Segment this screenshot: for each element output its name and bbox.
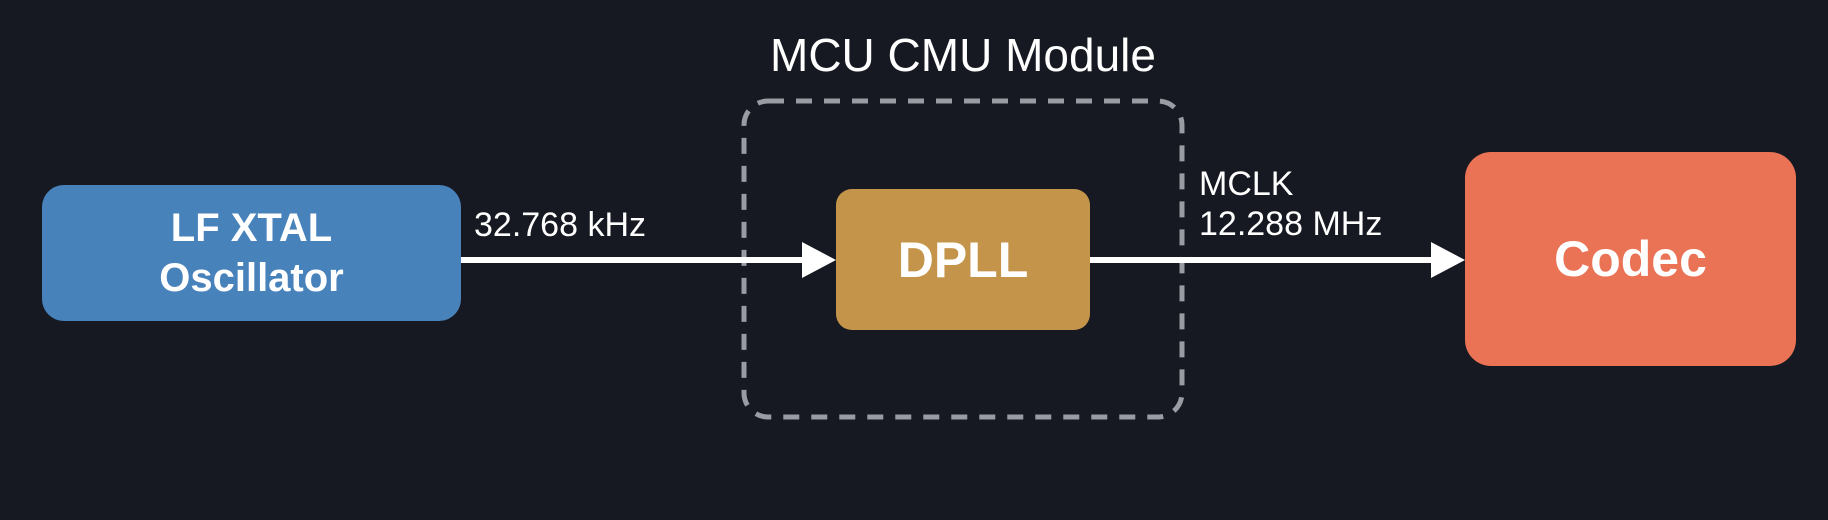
input-frequency-label: 32.768 kHz xyxy=(474,206,646,244)
codec-label: Codec xyxy=(1554,231,1707,287)
oscillator-label-line2: Oscillator xyxy=(159,256,344,300)
dpll-label: DPLL xyxy=(897,231,1029,288)
oscillator-block: LF XTAL Oscillator xyxy=(42,185,461,321)
dpll-block: DPLL xyxy=(836,189,1090,330)
output-signal-name: MCLK xyxy=(1199,165,1294,203)
output-arrow-head xyxy=(1431,242,1465,278)
codec-block: Codec xyxy=(1465,152,1796,366)
oscillator-label-line1: LF XTAL xyxy=(170,206,333,250)
output-signal-label: MCLK 12.288 MHz xyxy=(1199,164,1382,244)
output-frequency: 12.288 MHz xyxy=(1199,205,1383,243)
input-arrow-head xyxy=(802,242,836,278)
module-title: MCU CMU Module xyxy=(770,29,1156,81)
